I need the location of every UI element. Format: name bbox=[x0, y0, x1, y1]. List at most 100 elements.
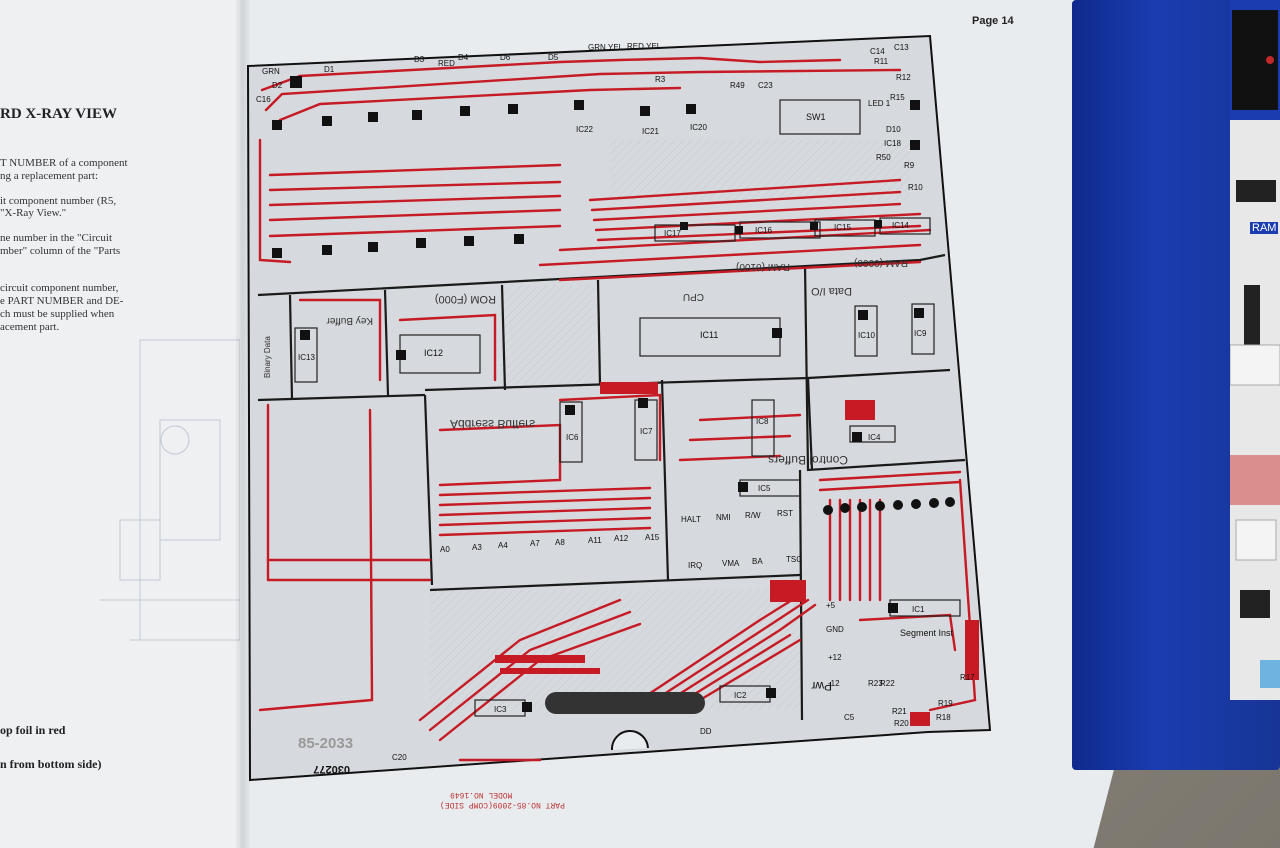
top-label: C14 bbox=[870, 47, 885, 56]
instruction-line: ne number in the "Circuit bbox=[0, 232, 113, 244]
power-label: +5 bbox=[826, 601, 836, 610]
ground-plane-hatch bbox=[430, 140, 910, 710]
top-label: LED 1 bbox=[868, 99, 891, 108]
top-label: D1 bbox=[324, 65, 335, 74]
ic-label: IC15 bbox=[834, 223, 851, 232]
control-label: RST bbox=[777, 509, 793, 518]
address-label: A4 bbox=[498, 541, 508, 550]
red-copper-traces bbox=[258, 56, 977, 762]
ic-label: IC16 bbox=[755, 226, 772, 235]
binary-data-label: Segment Inst bbox=[900, 628, 954, 638]
ic-label: IC17 bbox=[664, 229, 681, 238]
left-manual-page: RD X-RAY VIEW T NUMBER of a component ng… bbox=[0, 0, 250, 848]
instruction-line: mber" column of the "Parts bbox=[0, 245, 121, 257]
control-label: VMA bbox=[722, 559, 740, 568]
model-number-line: MODEL NO.1649 bbox=[450, 790, 513, 799]
bottom-label: R17 bbox=[960, 673, 975, 682]
bottom-label: R20 bbox=[894, 719, 909, 728]
top-label: C23 bbox=[758, 81, 773, 90]
ic-label: IC3 bbox=[494, 705, 507, 714]
data-io-label: Data I/O bbox=[811, 285, 852, 297]
page-fold-shadow bbox=[236, 0, 250, 848]
top-label: GRN bbox=[262, 67, 280, 76]
page-number: Page 14 bbox=[972, 15, 1014, 27]
control-label: NMI bbox=[716, 513, 731, 522]
key-buffer-label: Key Buffer bbox=[326, 315, 373, 326]
faint-show-through-lines bbox=[100, 339, 240, 641]
board-part-number: 85-2033 bbox=[298, 735, 353, 752]
ic-label: IC9 bbox=[914, 329, 927, 338]
bottom-label: R21 bbox=[892, 707, 907, 716]
top-label: D10 bbox=[886, 125, 901, 134]
top-label: R12 bbox=[896, 73, 911, 82]
ic-label: IC11 bbox=[700, 330, 718, 340]
ram-0000-label: RAM (0000) bbox=[854, 257, 908, 268]
component-markers bbox=[272, 76, 955, 712]
instruction-line: T NUMBER of a component bbox=[0, 157, 128, 169]
top-label: RED.YEL bbox=[627, 42, 662, 51]
top-label: R9 bbox=[904, 161, 915, 170]
control-label: TSC bbox=[786, 555, 802, 564]
power-label: -12 bbox=[828, 679, 840, 688]
control-label: HALT bbox=[681, 515, 701, 524]
top-label: D6 bbox=[500, 53, 511, 62]
ic-label: IC2 bbox=[734, 691, 747, 700]
top-label: R3 bbox=[655, 75, 666, 84]
address-label: A11 bbox=[588, 536, 602, 545]
top-label: D3 bbox=[414, 55, 425, 64]
control-label: BA bbox=[752, 557, 763, 566]
bottom-label: R22 bbox=[880, 679, 895, 688]
left-page-text: RD X-RAY VIEW T NUMBER of a component ng… bbox=[0, 0, 240, 848]
instruction-line: e PART NUMBER and DE- bbox=[0, 295, 124, 307]
instruction-line: ng a replacement part: bbox=[0, 170, 99, 182]
rom-label: ROM (F000) bbox=[435, 293, 496, 305]
address-label: A12 bbox=[614, 534, 629, 543]
top-label: R11 bbox=[874, 57, 889, 66]
board-notch bbox=[610, 729, 649, 751]
ic-label: IC10 bbox=[858, 331, 875, 340]
instruction-line: "X-Ray View." bbox=[0, 207, 67, 219]
ic-label: IC5 bbox=[758, 484, 771, 493]
top-label: C13 bbox=[894, 43, 909, 52]
bottom-label: DD bbox=[700, 727, 712, 736]
ic-label: IC20 bbox=[690, 123, 707, 132]
trainer-ram-label: RAM bbox=[1250, 222, 1279, 234]
top-label: GRN.YEL bbox=[588, 43, 624, 52]
ic-label: IC4 bbox=[868, 433, 881, 442]
top-label: R15 bbox=[890, 93, 905, 102]
control-label: R/W bbox=[745, 511, 761, 520]
bottom-side-note: n from bottom side) bbox=[0, 757, 102, 771]
instruction-line: circuit component number, bbox=[0, 282, 119, 294]
trainer-front-panel bbox=[1229, 0, 1280, 700]
red-fill-blocks bbox=[495, 382, 979, 726]
pwr-label: Pwr bbox=[811, 679, 832, 693]
instruction-line: acement part. bbox=[0, 321, 60, 333]
address-label: A0 bbox=[440, 545, 450, 554]
ic-label: IC21 bbox=[642, 127, 659, 136]
ic-label: IC13 bbox=[298, 353, 315, 362]
top-label: D2 bbox=[272, 81, 283, 90]
top-label: R50 bbox=[876, 153, 891, 162]
ic-label: IC12 bbox=[424, 348, 443, 358]
ram-0100-label: RAM (0100) bbox=[736, 261, 790, 272]
ic-label: IC7 bbox=[640, 427, 653, 436]
top-label: RED bbox=[438, 59, 455, 68]
ic-label: IC18 bbox=[884, 139, 901, 148]
foil-note: op foil in red bbox=[0, 723, 66, 737]
sw1-label: SW1 bbox=[806, 112, 826, 122]
part-number-line: PART NO.85-2009(COMP SIDE) bbox=[440, 800, 565, 809]
address-label: A15 bbox=[645, 533, 660, 542]
instruction-line: ch must be supplied when bbox=[0, 308, 115, 320]
bottom-label: R18 bbox=[936, 713, 951, 722]
bottom-label: C20 bbox=[392, 753, 407, 762]
top-label: D5 bbox=[548, 53, 559, 62]
control-buffers-label: Control Buffers bbox=[768, 453, 848, 467]
power-label: GND bbox=[826, 625, 844, 634]
bottom-label: R19 bbox=[938, 699, 953, 708]
address-label: A8 bbox=[555, 538, 565, 547]
bottom-label: C5 bbox=[844, 713, 855, 722]
address-buffers-label: Address Buffers bbox=[450, 417, 535, 431]
ic-label: IC6 bbox=[566, 433, 579, 442]
bottom-label: R23 bbox=[868, 679, 883, 688]
